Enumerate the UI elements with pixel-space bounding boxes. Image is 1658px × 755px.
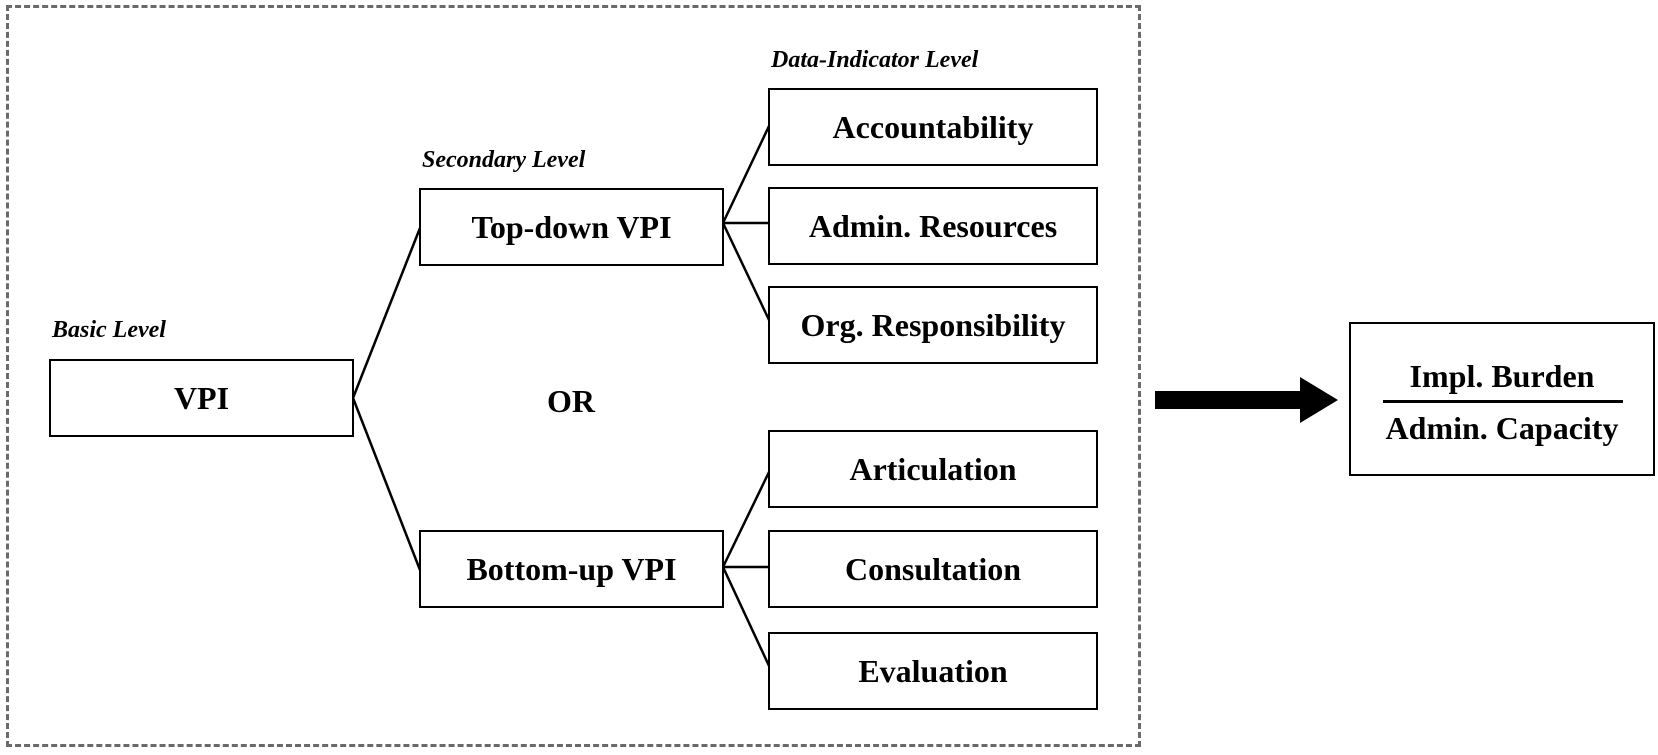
fraction-bar	[1383, 400, 1623, 403]
accountability-box: Accountability	[768, 88, 1098, 166]
vpi-root-box: VPI	[49, 359, 354, 437]
articulation-box: Articulation	[768, 430, 1098, 508]
edge-vpi-topdown	[351, 227, 422, 399]
outcome-ratio-box: Impl. Burden Admin. Capacity	[1349, 322, 1655, 476]
admin-resources-box: Admin. Resources	[768, 187, 1098, 265]
evaluation-box: Evaluation	[768, 632, 1098, 710]
edge-bottomup-articulation	[721, 469, 772, 568]
bottom-up-vpi-box: Bottom-up VPI	[419, 530, 724, 608]
edge-topdown-org-responsibility	[721, 222, 772, 323]
basic-level-label: Basic Level	[52, 317, 166, 343]
edge-topdown-accountability	[721, 123, 772, 224]
consultation-box: Consultation	[768, 530, 1098, 608]
outcome-denominator: Admin. Capacity	[1385, 410, 1619, 446]
arrow-right-icon	[1155, 377, 1338, 423]
outcome-numerator: Impl. Burden	[1409, 358, 1595, 394]
top-down-vpi-box: Top-down VPI	[419, 188, 724, 266]
secondary-level-label: Secondary Level	[422, 147, 586, 173]
edge-vpi-bottomup	[351, 397, 422, 571]
dashed-frame	[6, 5, 1141, 747]
org-responsibility-box: Org. Responsibility	[768, 286, 1098, 364]
edge-bottomup-evaluation	[721, 566, 772, 669]
data-indicator-level-label: Data-Indicator Level	[771, 47, 979, 73]
or-connector-text: OR	[547, 383, 595, 419]
